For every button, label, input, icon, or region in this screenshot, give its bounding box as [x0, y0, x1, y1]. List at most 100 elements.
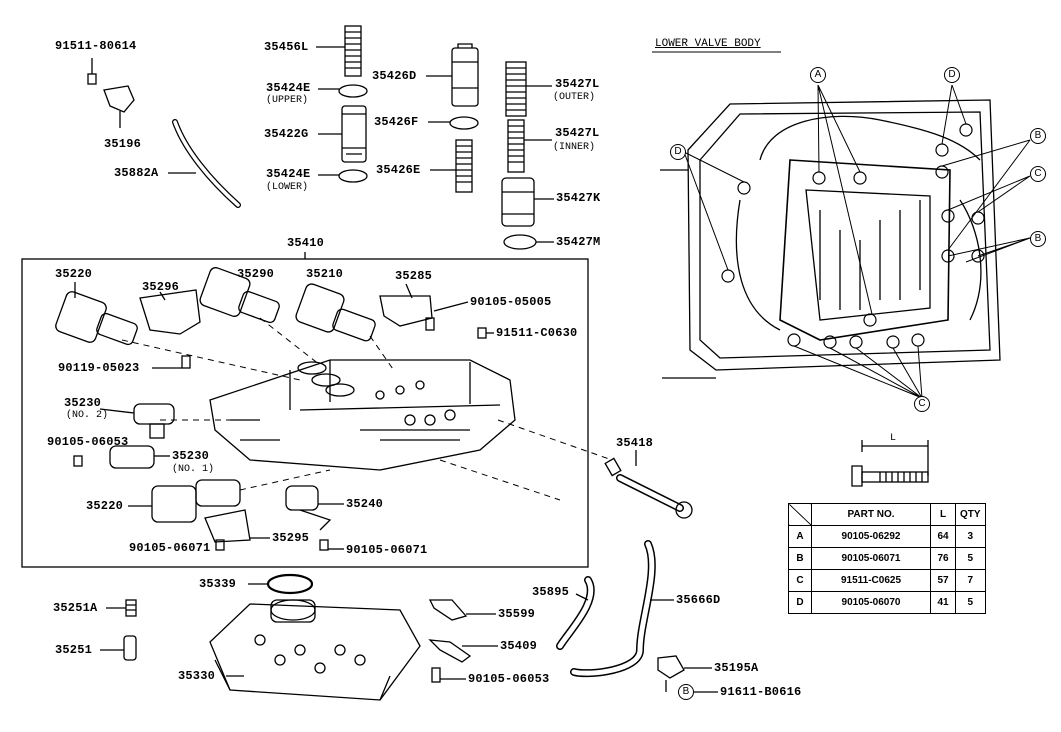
row-key: C — [788, 569, 812, 592]
label-35240: 35240 — [346, 497, 384, 511]
callout-a: A — [810, 67, 826, 83]
label-35290: 35290 — [237, 267, 275, 281]
solenoid-35240 — [285, 485, 332, 531]
label-35330: 35330 — [178, 669, 216, 683]
label-35426F: 35426F — [374, 115, 419, 129]
section-title-lower-valve-body: LOWER VALVE BODY — [655, 38, 761, 50]
label-90119-05023: 90119-05023 — [58, 361, 140, 375]
valve-35426D — [451, 43, 479, 107]
header-corner — [788, 503, 812, 526]
row-qty: 7 — [955, 569, 986, 592]
label-35666D: 35666D — [676, 593, 721, 607]
spring-35251A — [125, 599, 137, 617]
bolt-90105-06053-bottom — [431, 667, 441, 683]
bolt-91511-C0630 — [477, 327, 487, 339]
solenoid-35230-no2 — [133, 403, 175, 439]
callout-b-bolt: B — [678, 684, 694, 700]
row-key: B — [788, 547, 812, 570]
label-35426E: 35426E — [376, 163, 421, 177]
label-35296: 35296 — [142, 280, 180, 294]
bolt-90105-06071-left — [215, 539, 225, 551]
label-inner: (INNER) — [553, 142, 596, 153]
label-35424E-upper: 35424E — [266, 81, 311, 95]
label-35424E-lower: 35424E — [266, 167, 311, 181]
label-35895: 35895 — [532, 585, 570, 599]
label-35220-top: 35220 — [55, 267, 93, 281]
callout-b-right: B — [1030, 231, 1046, 247]
callout-b-top: B — [1030, 128, 1046, 144]
spring-35456L — [344, 25, 362, 77]
label-no2: (NO. 2) — [66, 410, 109, 421]
label-35410: 35410 — [287, 236, 325, 250]
spring-35426E — [455, 139, 473, 193]
label-90105-05005: 90105-05005 — [470, 295, 552, 309]
row-key: A — [788, 525, 812, 548]
bracket-35196 — [103, 85, 135, 113]
label-90105-06071-right: 90105-06071 — [346, 543, 428, 557]
row-part-no: 90105-06071 — [811, 547, 931, 570]
table-row: B 90105-06071 76 5 — [788, 547, 986, 570]
label-35285: 35285 — [395, 269, 433, 283]
bolt-90105-06071-right — [319, 539, 329, 551]
gasket-35339 — [266, 573, 314, 595]
ring-35424E-lower — [338, 169, 368, 183]
strainer-35330 — [209, 599, 421, 701]
label-35210: 35210 — [306, 267, 344, 281]
label-35195A: 35195A — [714, 661, 759, 675]
callout-d-top: D — [944, 67, 960, 83]
row-part-no: 91511-C0625 — [811, 569, 931, 592]
label-35426D: 35426D — [372, 69, 417, 83]
label-lower: (LOWER) — [266, 182, 309, 193]
pin-35251 — [123, 635, 137, 661]
row-key: D — [788, 591, 812, 614]
row-part-no: 90105-06292 — [811, 525, 931, 548]
solenoid-35220-top — [55, 291, 138, 346]
label-outer: (OUTER) — [553, 92, 596, 103]
ring-35426F — [449, 116, 479, 130]
label-35427M: 35427M — [556, 235, 601, 249]
table-row: C 91511-C0625 57 7 — [788, 569, 986, 592]
label-35427L-inner: 35427L — [555, 126, 600, 140]
bolt-90105-06053-left — [73, 455, 83, 467]
header-qty: QTY — [955, 503, 986, 526]
label-35599: 35599 — [498, 607, 536, 621]
pipe-35882A — [172, 119, 241, 208]
label-35422G: 35422G — [264, 127, 309, 141]
label-35220-bottom: 35220 — [86, 499, 124, 513]
label-90105-06071-left: 90105-06071 — [129, 541, 211, 555]
solenoid-35230-no1 — [109, 445, 155, 469]
bracket-35599 — [428, 599, 468, 621]
connector-35418 — [604, 457, 693, 519]
table-row: A 90105-06292 64 3 — [788, 525, 986, 548]
label-35456L: 35456L — [264, 40, 309, 54]
label-35409: 35409 — [500, 639, 538, 653]
label-no1: (NO. 1) — [172, 464, 215, 475]
label-35251A: 35251A — [53, 601, 98, 615]
bracket-35409 — [428, 639, 472, 663]
row-length: 76 — [930, 547, 956, 570]
bracket-35195A — [657, 655, 685, 679]
row-part-no: 90105-06070 — [811, 591, 931, 614]
callout-leaders — [683, 84, 1031, 399]
solenoid-35220-bottom — [151, 479, 241, 523]
spring-35427L-outer — [505, 61, 527, 117]
spring-35427L-inner — [507, 119, 525, 173]
label-35295: 35295 — [272, 531, 310, 545]
bolt-90105-05005 — [425, 317, 435, 331]
valve-35422G — [341, 105, 367, 163]
label-35427K: 35427K — [556, 191, 601, 205]
header-l: L — [930, 503, 956, 526]
label-90105-06053-bottom: 90105-06053 — [468, 672, 550, 686]
label-91511-C0630: 91511-C0630 — [496, 326, 578, 340]
bolt-90119-05023 — [181, 355, 191, 369]
label-35418: 35418 — [616, 436, 654, 450]
header-part-no: PART NO. — [811, 503, 931, 526]
table-row: D 90105-06070 41 5 — [788, 591, 986, 614]
solenoid-35290 — [199, 267, 280, 324]
label-91611-B0616: 91611-B0616 — [720, 685, 802, 699]
row-qty: 5 — [955, 591, 986, 614]
label-35339: 35339 — [199, 577, 237, 591]
row-length: 64 — [930, 525, 956, 548]
label-upper: (UPPER) — [266, 95, 309, 106]
